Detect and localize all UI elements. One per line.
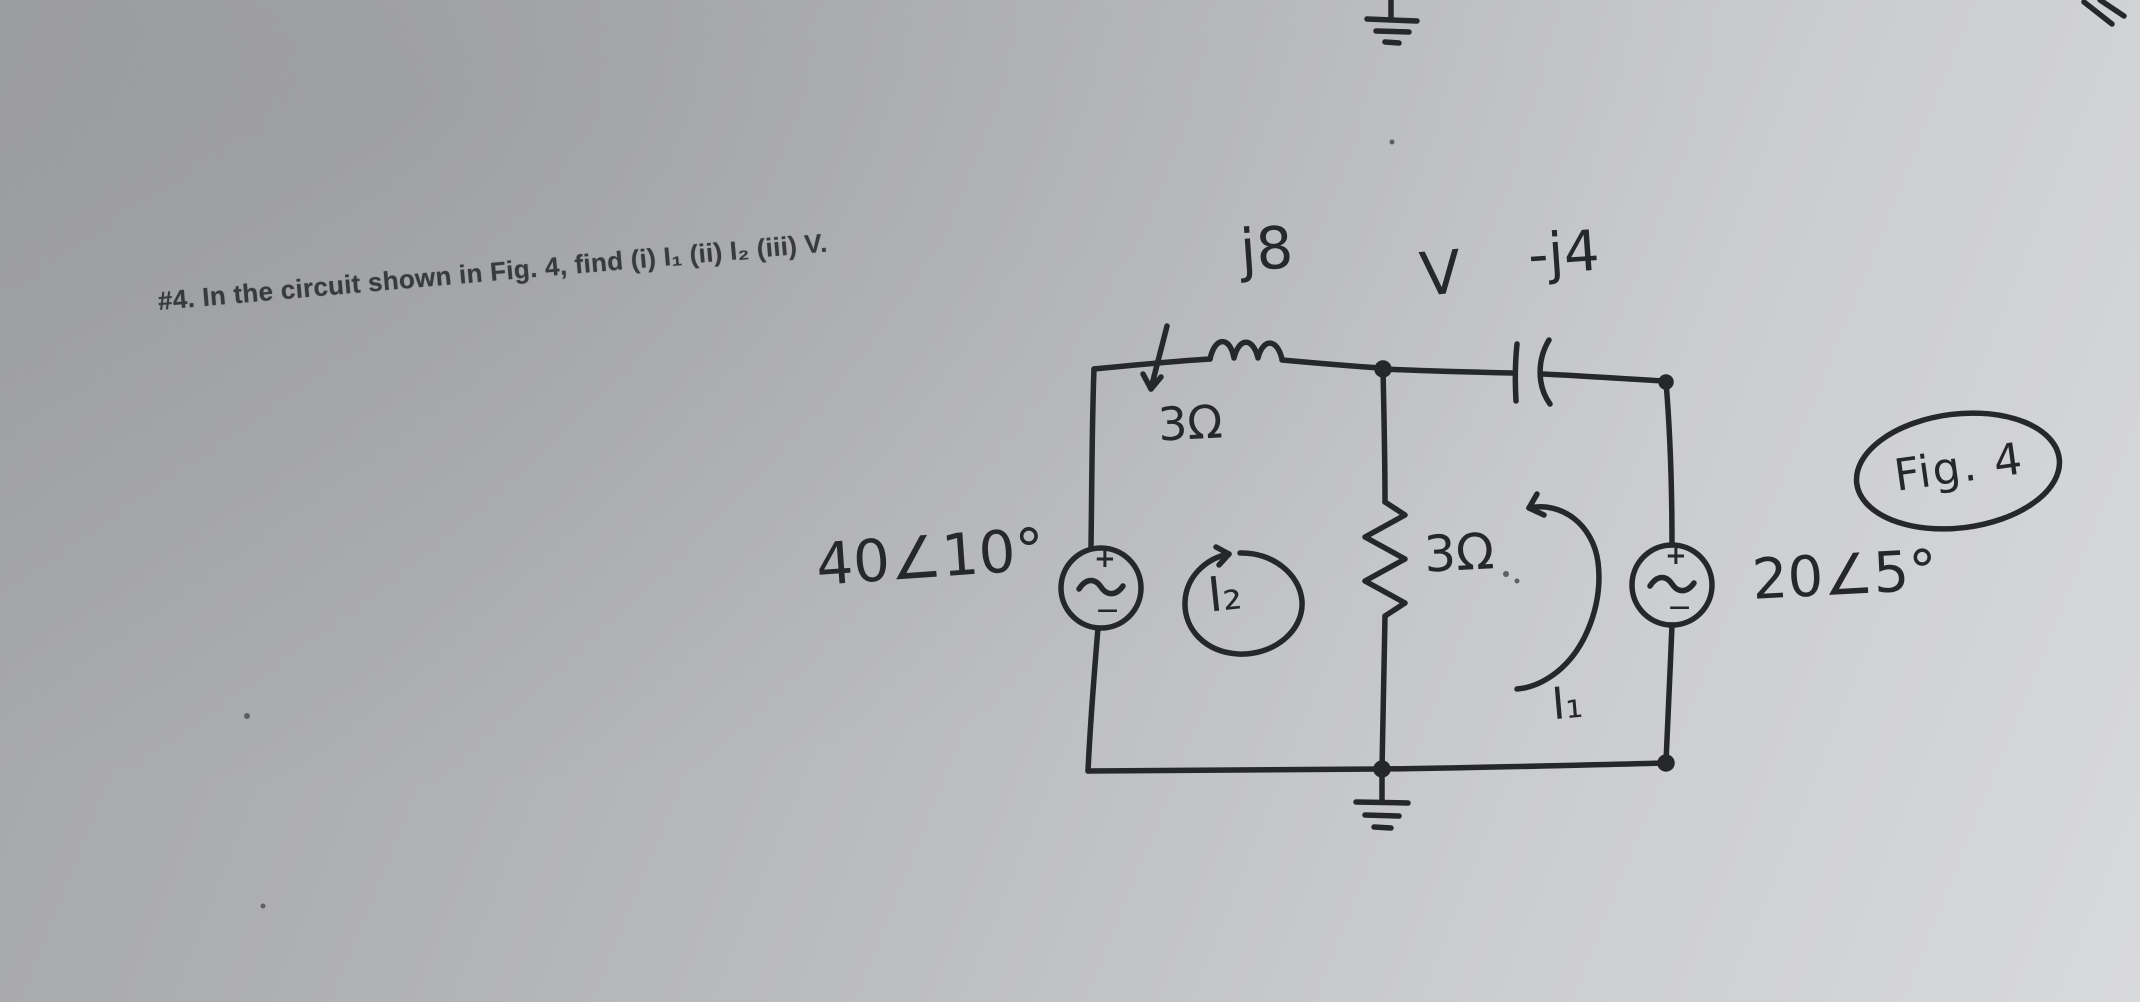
- left-source-minus-sign: −: [1095, 593, 1121, 628]
- wire-right-rail-bottom: [1663, 622, 1675, 765]
- wire-left-rail-bottom: [1085, 625, 1101, 774]
- wire-top-mid: [1279, 357, 1384, 371]
- mesh-loop-i2-arrowhead-icon: [1213, 544, 1232, 568]
- right-source-sine-icon: [1647, 574, 1697, 594]
- capacitor-right-plate-icon: [1537, 337, 1553, 407]
- current-arrowhead-icon: [1140, 371, 1164, 392]
- mesh-loop-i2: [1182, 550, 1305, 657]
- mesh-current-i2-label: I₂: [1205, 564, 1245, 624]
- wire-right-rail-top: [1663, 379, 1675, 548]
- mesh-arc-i1-arrowhead-icon: [1526, 491, 1547, 518]
- right-source-minus-sign: −: [1667, 590, 1693, 625]
- wire-left-rail-top: [1088, 366, 1097, 550]
- left-source-label: 40∠10°: [813, 515, 1047, 599]
- ground-icon-top: [1364, 16, 1420, 46]
- right-source-label: 20∠5°: [1750, 538, 1939, 613]
- capacitor-label: -j4: [1525, 218, 1602, 289]
- left-source-circle: [1058, 545, 1144, 631]
- mesh-current-i1-label: I₁: [1549, 676, 1585, 731]
- wire-middle-bottom: [1379, 613, 1388, 772]
- mesh-arc-i1: [1514, 504, 1602, 692]
- ground-icon-bottom: [1353, 799, 1411, 831]
- left-source-plus-sign: +: [1094, 544, 1116, 574]
- right-source-plus-sign: +: [1665, 541, 1687, 571]
- node-voltage-label: V: [1417, 237, 1465, 311]
- left-source-sine-icon: [1076, 577, 1126, 597]
- wire-middle-top: [1380, 366, 1388, 505]
- inductor-coil-icon: [1207, 338, 1285, 362]
- paper-specks: [244, 139, 1520, 909]
- wire-to-capacitor: [1380, 366, 1515, 376]
- wire-top-left: [1091, 356, 1213, 372]
- series-resistor-label: 3Ω: [1156, 394, 1224, 452]
- capacitor-left-plate-icon: [1512, 341, 1520, 404]
- figure-caption-circle: [1853, 410, 2063, 532]
- shunt-resistor-label: 3Ω: [1422, 522, 1496, 584]
- wire-capacitor-to-corner: [1540, 371, 1668, 384]
- stray-mark: [2081, 0, 2127, 27]
- inductor-label: j8: [1237, 213, 1296, 285]
- resistor-zigzag-icon: [1362, 499, 1408, 619]
